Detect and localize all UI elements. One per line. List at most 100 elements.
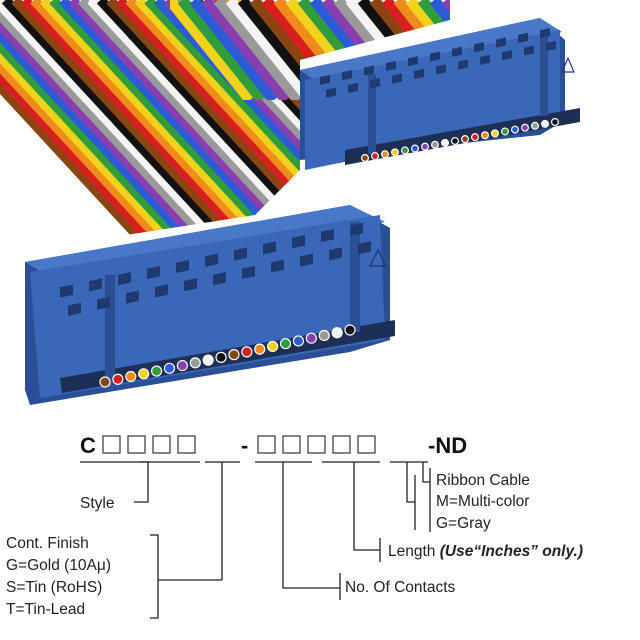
contact-hole	[350, 222, 363, 237]
contact-hole	[126, 290, 139, 304]
ribbon-wire	[0, 0, 193, 250]
contact-hole	[68, 302, 81, 316]
contact-hole	[300, 253, 313, 267]
contact-hole	[118, 272, 131, 286]
ribbon-wire	[30, 0, 278, 250]
wire-end	[381, 150, 390, 159]
label-tin: S=Tin (RoHS)	[6, 579, 102, 596]
contact-hole	[436, 64, 446, 75]
ribbon-wire	[0, 0, 221, 250]
wire-end	[441, 138, 450, 147]
wire-end	[254, 343, 266, 355]
wire-end	[241, 346, 253, 358]
wire-end	[461, 135, 470, 144]
ribbon-cable-illustration	[0, 0, 580, 405]
wire-end	[371, 152, 380, 161]
contact-hole	[502, 50, 512, 61]
label-gold: G=Gold (10Aμ)	[6, 557, 111, 574]
part-suffix: -ND	[428, 433, 467, 458]
ribbon-wire	[144, 0, 300, 250]
part-prefix: C	[80, 433, 96, 458]
wire-end	[150, 365, 163, 377]
contact-hole	[546, 40, 556, 51]
wire-end	[292, 335, 305, 347]
ribbon-wire	[115, 0, 300, 250]
label-tin-lead: T=Tin-Lead	[6, 601, 85, 618]
wire-end	[401, 146, 410, 155]
contact-hole	[89, 278, 102, 292]
wire-end	[540, 119, 549, 128]
contact-hole	[205, 253, 218, 267]
wire-end	[391, 148, 400, 157]
upper-connector-wire-ends	[361, 117, 559, 163]
contact-hole	[213, 271, 226, 286]
wire-end	[305, 332, 317, 344]
label-multi-color: M=Multi-color	[436, 493, 529, 510]
wire-end	[520, 123, 529, 132]
ribbon-wire	[170, 0, 255, 100]
wire-end	[125, 370, 137, 383]
ribbon-wire	[0, 0, 183, 250]
contact-hole	[474, 42, 484, 53]
contact-hole	[348, 82, 358, 94]
wire-end	[511, 125, 520, 134]
wire-end	[361, 154, 370, 163]
wire-end	[99, 376, 111, 388]
contact-hole	[540, 28, 550, 39]
wire-end	[228, 349, 240, 361]
length-box-1	[307, 435, 326, 454]
wire-end	[318, 329, 330, 342]
contact-hole	[386, 60, 396, 71]
contact-hole	[184, 278, 197, 292]
contact-hole	[430, 51, 440, 62]
contact-hole	[321, 229, 334, 243]
contact-hole	[147, 265, 160, 280]
contact-hole	[524, 45, 534, 56]
contact-hole	[242, 265, 255, 279]
part-separator: -	[241, 433, 248, 458]
length-box-2	[332, 435, 351, 454]
contact-hole	[97, 296, 110, 310]
ribbon-wire	[0, 0, 240, 250]
ribbon-wire	[0, 0, 174, 250]
contacts-box-1	[257, 435, 276, 454]
style-box-2	[127, 435, 146, 454]
wire-end	[112, 373, 124, 385]
ribbon-wire	[213, 0, 303, 100]
ribbon-wire	[20, 0, 269, 250]
ribbon-wire	[225, 0, 315, 100]
wire-end	[279, 338, 292, 350]
ribbon-wire	[0, 0, 164, 250]
ribbon-wire	[429, 0, 450, 100]
upper-connector-holes	[320, 28, 556, 98]
ribbon-wire	[417, 0, 450, 100]
finish-box	[177, 435, 196, 454]
wire-end	[189, 357, 201, 369]
contact-hole	[458, 59, 468, 70]
contact-hole	[370, 78, 380, 89]
contact-hole	[342, 70, 352, 81]
contact-hole	[60, 284, 73, 298]
wire-end	[471, 133, 480, 142]
label-no-of-contacts: No. Of Contacts	[345, 579, 456, 596]
part-number-boxes	[102, 435, 376, 454]
wire-end	[550, 117, 559, 126]
part-number-diagram: C - -ND Ribbon Cable M=Multi-color G=Gra…	[6, 433, 583, 619]
ribbon-wire	[39, 0, 288, 250]
ribbon-wire	[0, 0, 231, 250]
wire-end	[331, 327, 343, 339]
contact-hole	[234, 247, 247, 261]
contact-hole	[263, 241, 276, 255]
contact-hole	[392, 73, 402, 84]
ribbon-wire	[0, 0, 202, 250]
wire-end	[530, 121, 539, 130]
contact-hole	[329, 247, 342, 261]
contact-hole	[292, 235, 305, 249]
style-box-3	[152, 435, 171, 454]
contact-hole	[358, 241, 371, 255]
contact-hole	[326, 87, 336, 98]
ribbon-wire	[177, 0, 267, 100]
wire-end	[344, 324, 356, 336]
wire-end	[451, 136, 460, 145]
wire-end	[215, 351, 227, 363]
